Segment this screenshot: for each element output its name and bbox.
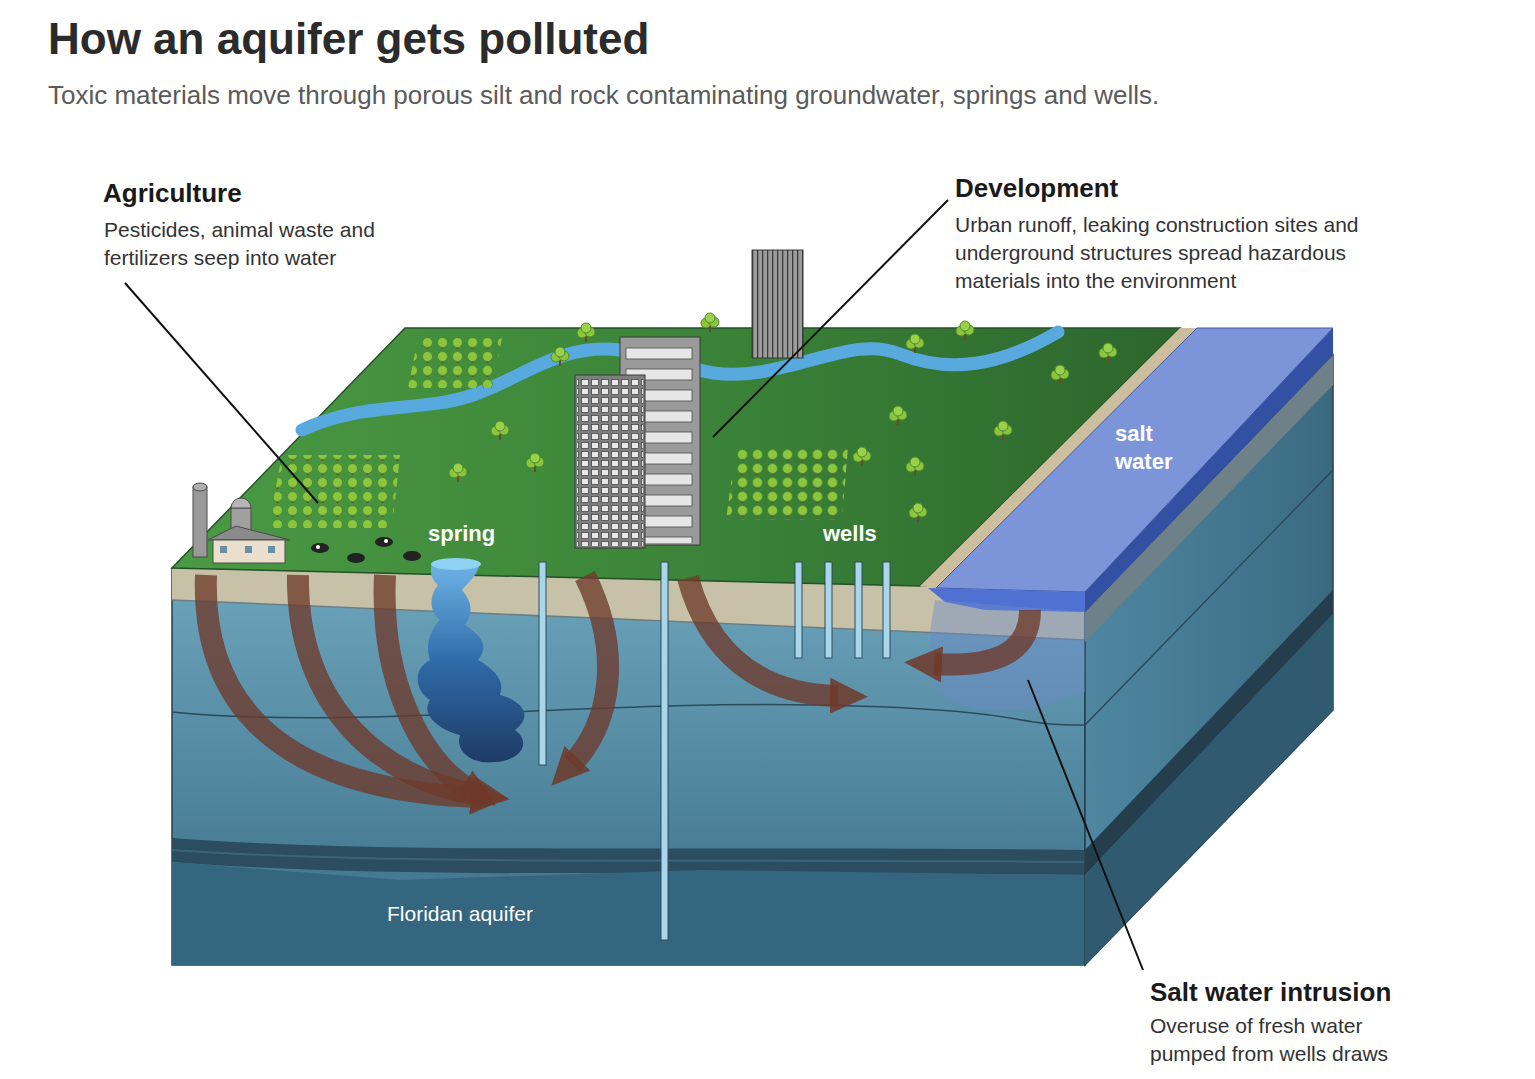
layer-line bbox=[172, 704, 1085, 725]
callout-heading: Agriculture bbox=[103, 176, 463, 210]
cow bbox=[375, 537, 393, 547]
tree-cluster bbox=[551, 347, 569, 366]
callout-heading: Salt water intrusion bbox=[1150, 975, 1530, 1009]
cow-spot bbox=[384, 539, 388, 543]
tree-cluster bbox=[1099, 343, 1117, 362]
silo bbox=[193, 487, 207, 557]
sea-side bbox=[1085, 328, 1333, 612]
tree-cluster bbox=[491, 421, 509, 440]
callout-body: Overuse of fresh water pumped from wells… bbox=[1150, 1012, 1430, 1068]
well-pipe bbox=[795, 562, 802, 658]
leader-line bbox=[713, 200, 948, 437]
cow bbox=[403, 551, 421, 561]
cow bbox=[311, 543, 329, 553]
area-label: spring bbox=[428, 520, 548, 548]
chart-subtitle: Toxic materials move through porous silt… bbox=[48, 78, 1468, 112]
house-window bbox=[268, 546, 275, 553]
confining-layer bbox=[172, 838, 1085, 875]
flow-arrow bbox=[206, 575, 478, 797]
callout-body: Urban runoff, leaking construction sites… bbox=[955, 211, 1435, 295]
well-pipe bbox=[825, 562, 832, 658]
spring-pool bbox=[431, 558, 481, 570]
tree-cluster bbox=[994, 421, 1012, 440]
tree-cluster bbox=[889, 406, 907, 425]
flow-arrow bbox=[385, 575, 470, 790]
front-face bbox=[172, 568, 1085, 965]
layer-line bbox=[172, 850, 1085, 862]
area-label: salt water bbox=[1115, 420, 1185, 476]
well-pipe bbox=[883, 562, 890, 658]
floridan-layer bbox=[172, 862, 1085, 965]
flow-arrow bbox=[572, 576, 608, 764]
tree-cluster bbox=[853, 447, 871, 466]
tree-cluster bbox=[449, 463, 467, 482]
tree-cluster bbox=[577, 323, 595, 342]
office-windows bbox=[577, 377, 643, 546]
house-window bbox=[245, 546, 252, 553]
orchard bbox=[268, 455, 400, 528]
leader-line bbox=[125, 283, 318, 503]
tree-cluster bbox=[701, 313, 719, 332]
chart-title: How an aquifer gets polluted bbox=[48, 10, 1148, 68]
office-building bbox=[575, 375, 645, 548]
tree-cluster bbox=[906, 334, 924, 353]
orchard bbox=[726, 447, 848, 520]
flow-arrow bbox=[688, 578, 838, 696]
well-pipe bbox=[539, 562, 546, 765]
contamination-arrows bbox=[206, 575, 1030, 797]
leader-line bbox=[1028, 680, 1143, 970]
side-floridan-layer bbox=[1085, 614, 1333, 965]
flow-arrow bbox=[298, 575, 480, 795]
flow-arrow bbox=[934, 610, 1030, 665]
orchard bbox=[408, 338, 502, 388]
tree-cluster bbox=[906, 457, 924, 476]
layer-label: Floridan aquifer bbox=[387, 900, 647, 928]
cow bbox=[347, 553, 365, 563]
tree-cluster bbox=[1051, 365, 1069, 384]
callout-body: Pesticides, animal waste and fertilizers… bbox=[104, 216, 409, 272]
tree-cluster bbox=[956, 321, 974, 340]
tower bbox=[752, 250, 803, 358]
well-pipe bbox=[855, 562, 862, 658]
spring-plume bbox=[418, 562, 525, 762]
silo-top bbox=[193, 483, 207, 491]
saltwater-plume bbox=[929, 600, 1085, 711]
tree-cluster bbox=[909, 503, 927, 522]
house-roof bbox=[208, 526, 290, 540]
cow-spot bbox=[316, 545, 320, 549]
tower-facade bbox=[752, 250, 803, 358]
callout-heading: Development bbox=[955, 171, 1355, 205]
silo-dome bbox=[231, 498, 251, 508]
tree-cluster bbox=[526, 453, 544, 472]
well-pipe bbox=[661, 562, 668, 940]
house-window bbox=[220, 546, 227, 553]
farmhouse bbox=[213, 540, 285, 563]
area-label: wells bbox=[823, 520, 943, 548]
